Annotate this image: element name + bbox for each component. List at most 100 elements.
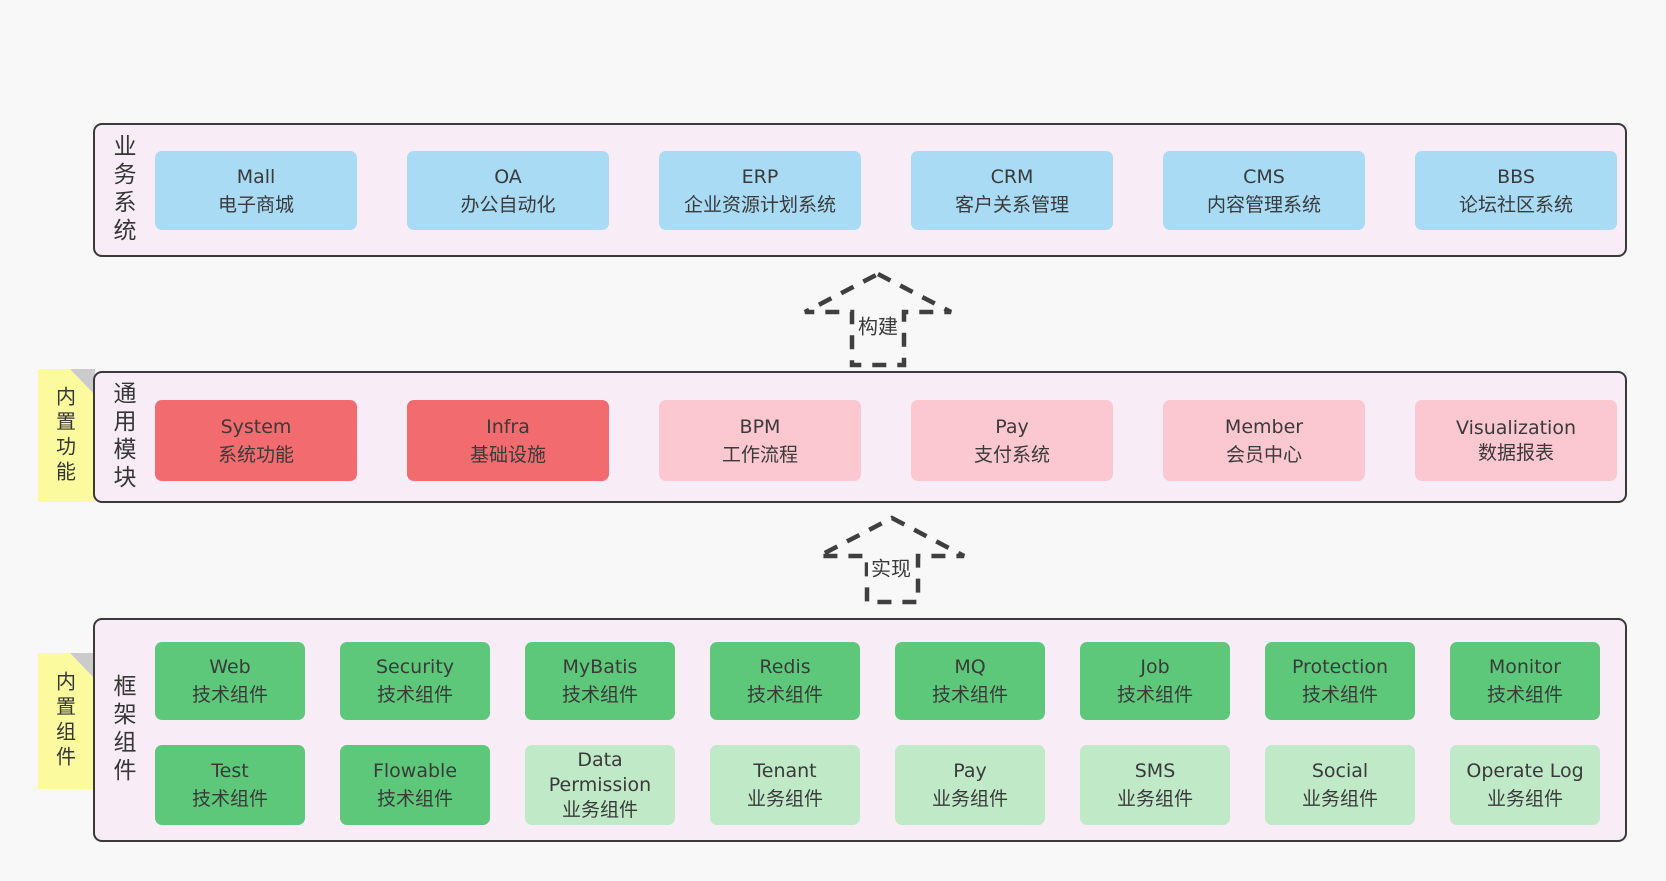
layer-label-business-systems: 业务系统	[109, 134, 135, 246]
sticky-note-fold-corner	[70, 369, 95, 395]
diagram-box-oa: OA 办公自动化	[407, 151, 609, 230]
box-subtitle: 企业资源计划系统	[683, 193, 836, 216]
diagram-box-mybatis: MyBatis 技术组件	[525, 642, 675, 720]
box-title: Operate Log	[1466, 760, 1584, 782]
box-subtitle: 系统功能	[217, 443, 294, 466]
diagram-box-test: Test 技术组件	[155, 745, 305, 825]
box-subtitle: 技术组件	[561, 684, 638, 706]
box-subtitle: 技术组件	[1116, 684, 1193, 706]
box-subtitle: 论坛社区系统	[1458, 193, 1573, 216]
box-subtitle: 技术组件	[746, 684, 823, 706]
diagram-box-tenant: Tenant 业务组件	[710, 745, 860, 825]
box-title: Protection	[1291, 656, 1389, 678]
diagram-box-mall: Mall 电子商城	[155, 151, 357, 230]
box-subtitle: 内容管理系统	[1206, 193, 1321, 216]
box-title: CMS	[1243, 165, 1285, 188]
dashed-up-arrow-implement	[817, 515, 966, 605]
layer-label-framework-components: 框架组件	[109, 674, 135, 786]
box-subtitle: 技术组件	[191, 788, 268, 810]
diagram-box-cms: CMS 内容管理系统	[1163, 151, 1365, 230]
box-title: OA	[494, 165, 522, 188]
box-subtitle: 基础设施	[469, 443, 546, 466]
box-title: Tenant	[753, 760, 817, 782]
box-subtitle: 数据报表	[1477, 441, 1554, 464]
box-title: Social	[1311, 760, 1369, 782]
layer-common-modules: 通用模块 System 系统功能 Infra 基础设施 BPM 工作流程 Pay 支付系统 Me…	[93, 371, 1627, 503]
box-title: Web	[209, 656, 251, 678]
box-subtitle: 电子商城	[217, 193, 294, 216]
box-title: BPM	[739, 415, 781, 438]
box-subtitle: 支付系统	[973, 443, 1050, 466]
sticky-note-label-built-in-components: 内置组件	[52, 671, 77, 771]
diagram-box-system: System 系统功能	[155, 400, 357, 481]
diagram-box-web: Web 技术组件	[155, 642, 305, 720]
diagram-box-social: Social 业务组件	[1265, 745, 1415, 825]
box-title: Test	[211, 760, 249, 782]
box-title: MQ	[954, 656, 986, 678]
box-subtitle: 会员中心	[1225, 443, 1302, 466]
layer-label-common-modules: 通用模块	[109, 381, 135, 493]
box-title: Job	[1140, 656, 1170, 678]
box-title: System	[220, 415, 292, 438]
box-title: Mall	[236, 165, 276, 188]
diagram-box-bpm: BPM 工作流程	[659, 400, 861, 481]
diagram-box-pay: Pay 支付系统	[911, 400, 1113, 481]
diagram-box-job: Job 技术组件	[1080, 642, 1230, 720]
box-title: Pay	[953, 760, 987, 782]
box-subtitle: 业务组件	[1301, 788, 1378, 810]
sticky-note-fold-corner	[70, 653, 95, 679]
box-subtitle: 技术组件	[931, 684, 1008, 706]
diagram-box-redis: Redis 技术组件	[710, 642, 860, 720]
arrow-label-implement: 实现	[868, 551, 914, 583]
diagram-box-protection: Protection 技术组件	[1265, 642, 1415, 720]
box-subtitle: 工作流程	[721, 443, 798, 466]
box-title: Member	[1224, 415, 1304, 438]
box-title: Flowable	[372, 760, 458, 782]
diagram-box-bbs: BBS 论坛社区系统	[1415, 151, 1617, 230]
dashed-up-arrow-build	[803, 271, 953, 368]
box-subtitle: 技术组件	[376, 684, 453, 706]
box-subtitle: 业务组件	[746, 788, 823, 810]
box-title: BBS	[1497, 165, 1535, 188]
box-title: SMS	[1134, 760, 1176, 782]
box-subtitle: 业务组件	[931, 788, 1008, 810]
diagram-box-security: Security 技术组件	[340, 642, 490, 720]
sticky-note-body	[38, 369, 95, 502]
sticky-note-built-in-components	[38, 653, 95, 789]
box-subtitle: 技术组件	[376, 788, 453, 810]
diagram-box-monitor: Monitor 技术组件	[1450, 642, 1600, 720]
arrow-label-build: 构建	[855, 309, 901, 341]
diagram-box-pay: Pay 业务组件	[895, 745, 1045, 825]
diagram-box-mq: MQ 技术组件	[895, 642, 1045, 720]
box-title: Infra	[486, 415, 530, 438]
box-subtitle: 技术组件	[1301, 684, 1378, 706]
box-subtitle: 客户关系管理	[954, 193, 1069, 216]
box-subtitle: 业务组件	[1486, 788, 1563, 810]
sticky-note-body	[38, 653, 95, 789]
box-subtitle: 业务组件	[1116, 788, 1193, 810]
sticky-note-built-in-features	[38, 369, 95, 502]
diagram-box-flowable: Flowable 技术组件	[340, 745, 490, 825]
box-subtitle: 技术组件	[1486, 684, 1563, 706]
diagram-box-operate-log: Operate Log 业务组件	[1450, 745, 1600, 825]
box-title: Pay	[995, 415, 1029, 438]
box-title: MyBatis	[562, 656, 638, 678]
box-title: ERP	[741, 165, 779, 188]
box-title: Monitor	[1488, 656, 1562, 678]
box-title: Data Permission	[548, 748, 652, 796]
box-subtitle: 业务组件	[561, 798, 638, 821]
box-subtitle: 技术组件	[191, 684, 268, 706]
box-title: Security	[375, 656, 455, 678]
box-title: Redis	[759, 656, 811, 678]
diagram-box-member: Member 会员中心	[1163, 400, 1365, 481]
diagram-box-erp: ERP 企业资源计划系统	[659, 151, 861, 230]
sticky-note-label-built-in-features: 内置功能	[52, 386, 77, 486]
box-subtitle: 办公自动化	[460, 193, 556, 216]
diagram-box-sms: SMS 业务组件	[1080, 745, 1230, 825]
